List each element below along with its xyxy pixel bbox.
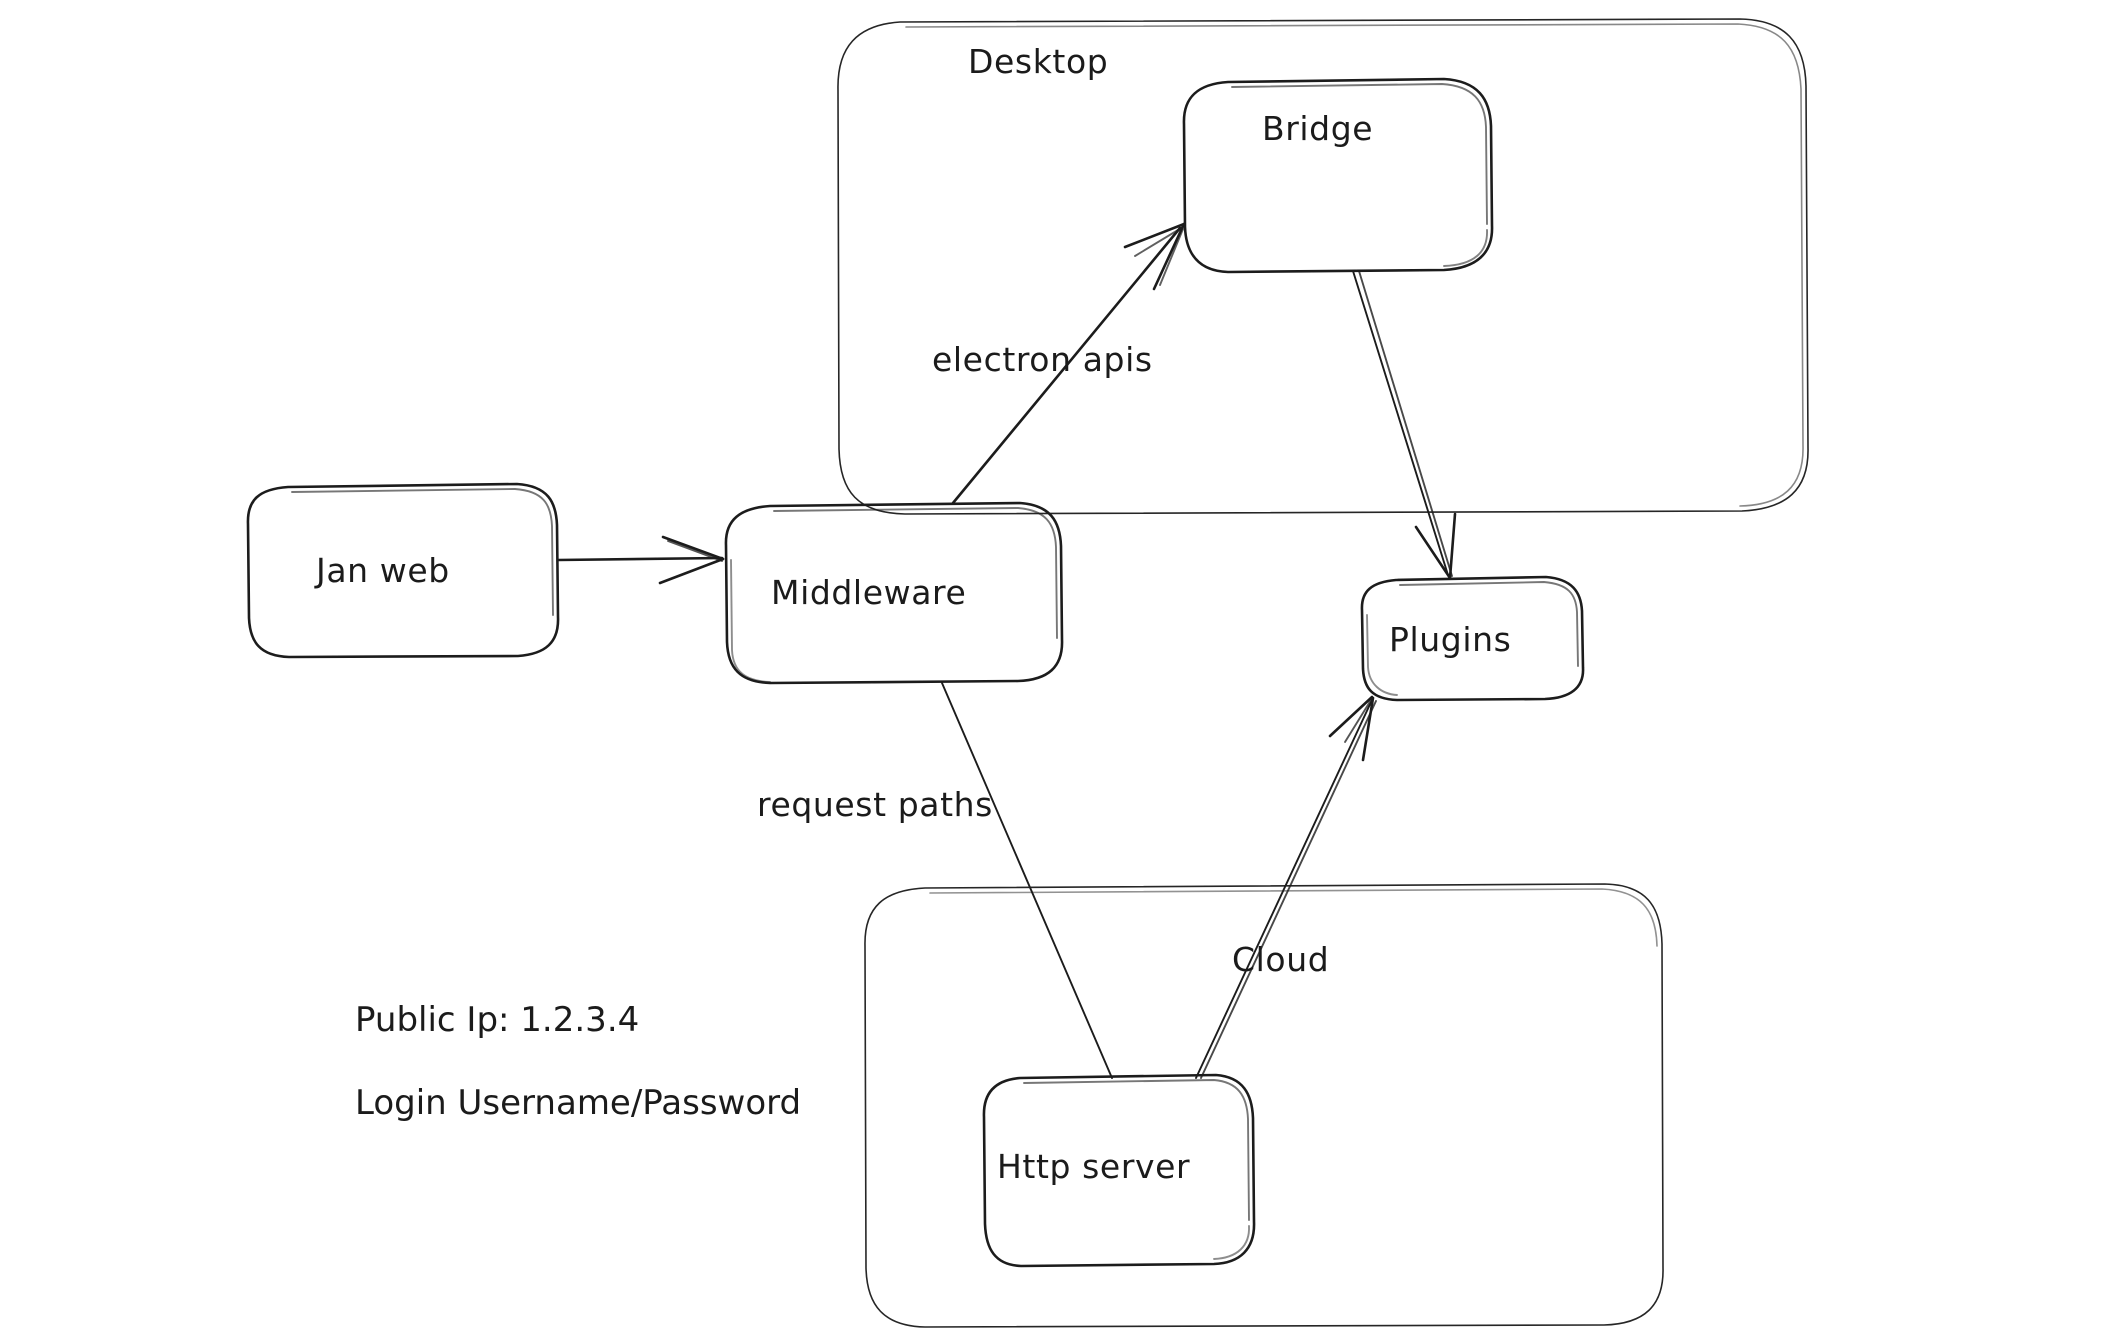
node-label-bridge: Bridge xyxy=(1262,109,1374,148)
note-public-ip: Public Ip: 1.2.3.4 xyxy=(355,1000,640,1040)
edge-http-server-to-plugins xyxy=(1195,695,1377,1079)
edge-bridge-to-plugins xyxy=(1352,270,1457,580)
node-jan-web-shape xyxy=(246,482,560,659)
notes-block: Public Ip: 1.2.3.4 Login Username/Passwo… xyxy=(355,960,801,1164)
group-cloud-shape xyxy=(864,883,1664,1328)
group-desktop-shape xyxy=(837,18,1809,515)
group-label-desktop: Desktop xyxy=(968,42,1109,81)
edge-label-electron-apis: electron apis xyxy=(932,340,1153,379)
node-middleware-shape xyxy=(724,501,1064,685)
node-label-plugins: Plugins xyxy=(1389,620,1512,659)
node-http-server-shape xyxy=(982,1073,1256,1268)
edge-label-cloud: Cloud xyxy=(1232,940,1330,979)
node-label-http-server: Http server xyxy=(997,1147,1191,1186)
node-label-jan-web: Jan web xyxy=(316,551,450,590)
node-bridge-shape xyxy=(1182,77,1494,274)
edge-middleware-to-bridge xyxy=(951,222,1186,505)
node-label-middleware: Middleware xyxy=(771,573,967,612)
note-login: Login Username/Password xyxy=(355,1082,802,1123)
edge-middleware-to-http-server xyxy=(941,682,1113,1079)
edge-label-request-paths: request paths xyxy=(757,785,993,824)
node-plugins-shape xyxy=(1360,575,1585,702)
edge-jan-web-to-middleware xyxy=(556,535,725,585)
